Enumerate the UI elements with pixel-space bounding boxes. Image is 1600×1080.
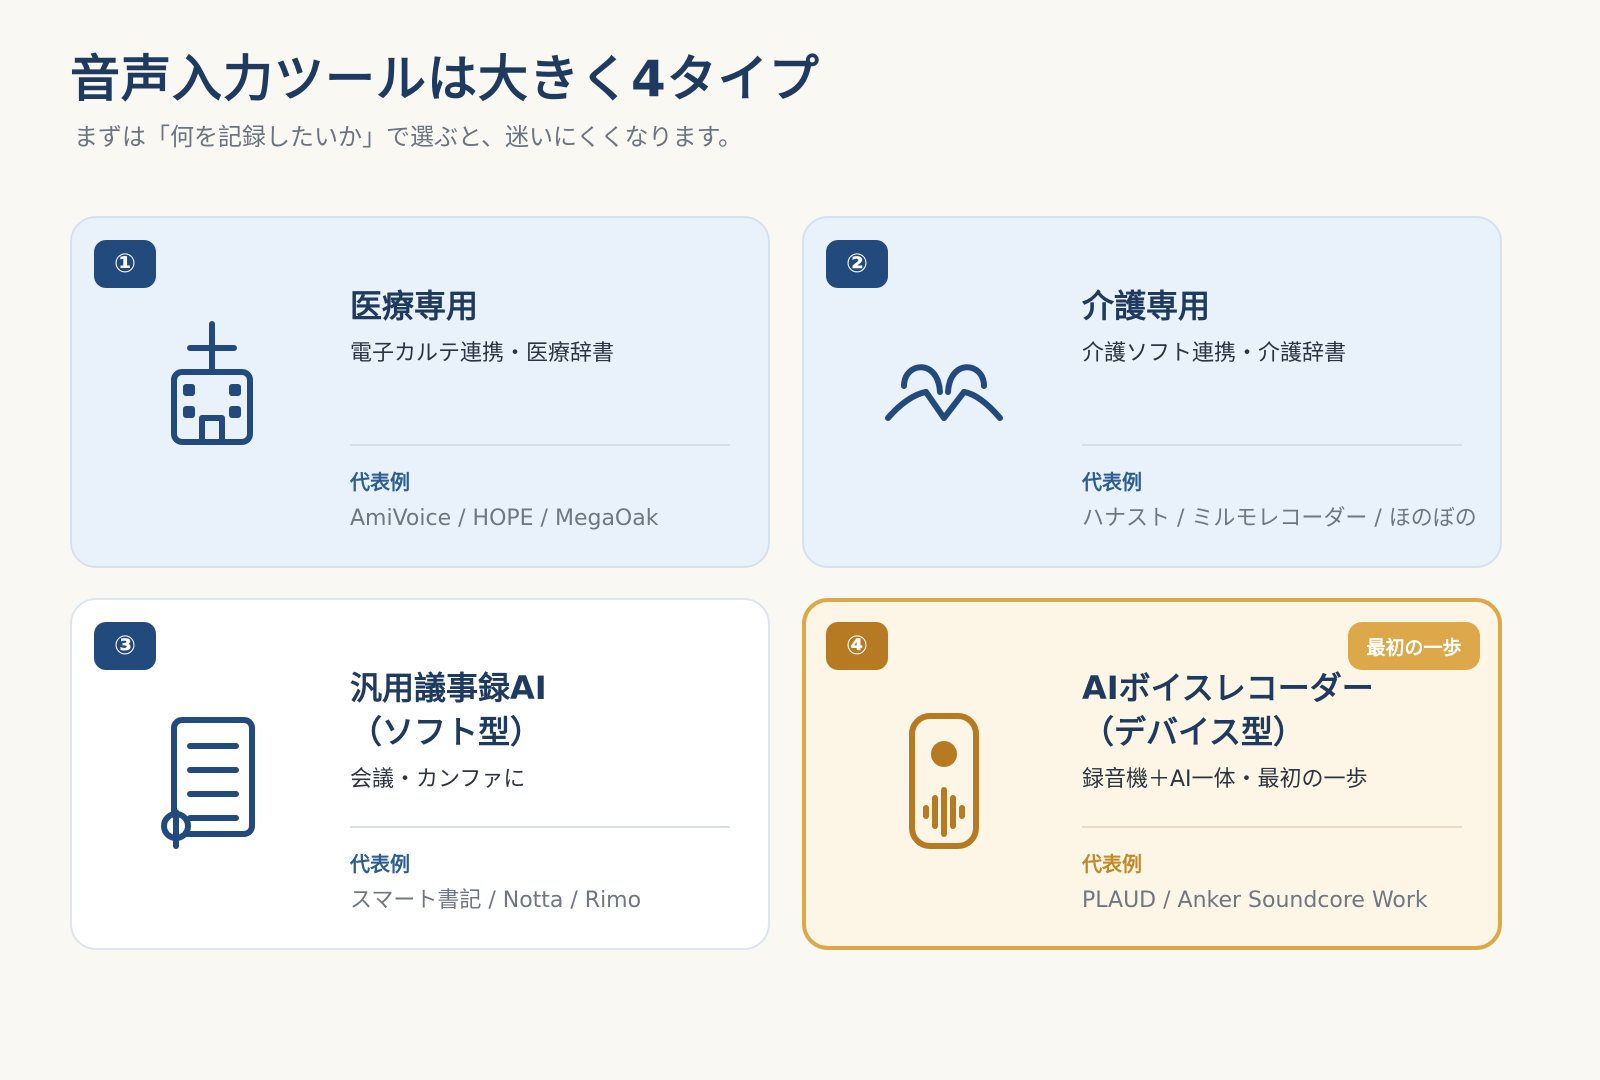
card-number-badge: ③ (94, 622, 156, 670)
examples-list: PLAUD / Anker Soundcore Work (1082, 888, 1428, 913)
card-title: 介護専用 (1082, 287, 1211, 325)
card-divider (350, 826, 730, 828)
card-number-badge: ① (94, 240, 156, 288)
card-description: 電子カルテ連携・医療辞書 (350, 341, 615, 366)
page-subtitle: まずは「何を記録したいか」で選ぶと、迷いにくくなります。 (74, 123, 743, 151)
examples-list: スマート書記 / Notta / Rimo (350, 888, 642, 913)
card-ai-voice-recorder: ④ 最初の一歩 AIボイスレコーダー （デバイス型） 録音機＋AI一体・最初の一… (802, 598, 1502, 950)
card-title: 医療専用 (350, 287, 479, 325)
voice-recorder-icon (874, 690, 1014, 850)
card-general-minutes: ③ 汎用議事録AI （ソフト型） 会議・カンファに 代表例 スマート書記 / N… (70, 598, 770, 950)
card-care: ② 介護専用 介護ソフト連携・介護辞書 代表例 ハナスト / ミルモレコーダー … (802, 216, 1502, 568)
card-number-badge: ④ (826, 622, 888, 670)
card-title: 汎用議事録AI （ソフト型） (350, 669, 547, 751)
card-description: 録音機＋AI一体・最初の一歩 (1082, 767, 1368, 792)
examples-label: 代表例 (350, 852, 410, 876)
examples-label: 代表例 (350, 470, 410, 494)
card-divider (350, 444, 730, 446)
card-title: AIボイスレコーダー （デバイス型） (1082, 669, 1374, 751)
card-medical: ① 医療専用 電子カルテ連携・医療辞書 代表例 AmiVoice / HOPE … (70, 216, 770, 568)
card-body: 汎用議事録AI （ソフト型） 会議・カンファに (350, 666, 730, 796)
card-body: 介護専用 介護ソフト連携・介護辞書 (1082, 284, 1462, 370)
examples-label: 代表例 (1082, 852, 1142, 876)
card-divider (1082, 444, 1462, 446)
care-hands-icon (874, 308, 1014, 468)
recommended-badge: 最初の一歩 (1348, 622, 1480, 670)
hospital-icon (142, 308, 282, 468)
card-divider (1082, 826, 1462, 828)
examples-label: 代表例 (1082, 470, 1142, 494)
card-description: 介護ソフト連携・介護辞書 (1082, 341, 1347, 366)
examples-list: AmiVoice / HOPE / MegaOak (350, 506, 659, 531)
card-body: 医療専用 電子カルテ連携・医療辞書 (350, 284, 730, 370)
page-title: 音声入力ツールは大きく4タイプ (70, 50, 820, 108)
card-body: AIボイスレコーダー （デバイス型） 録音機＋AI一体・最初の一歩 (1082, 666, 1462, 796)
card-description: 会議・カンファに (350, 767, 526, 792)
examples-list: ハナスト / ミルモレコーダー / ほのぼの (1082, 506, 1477, 531)
card-number-badge: ② (826, 240, 888, 288)
document-icon (142, 690, 282, 850)
